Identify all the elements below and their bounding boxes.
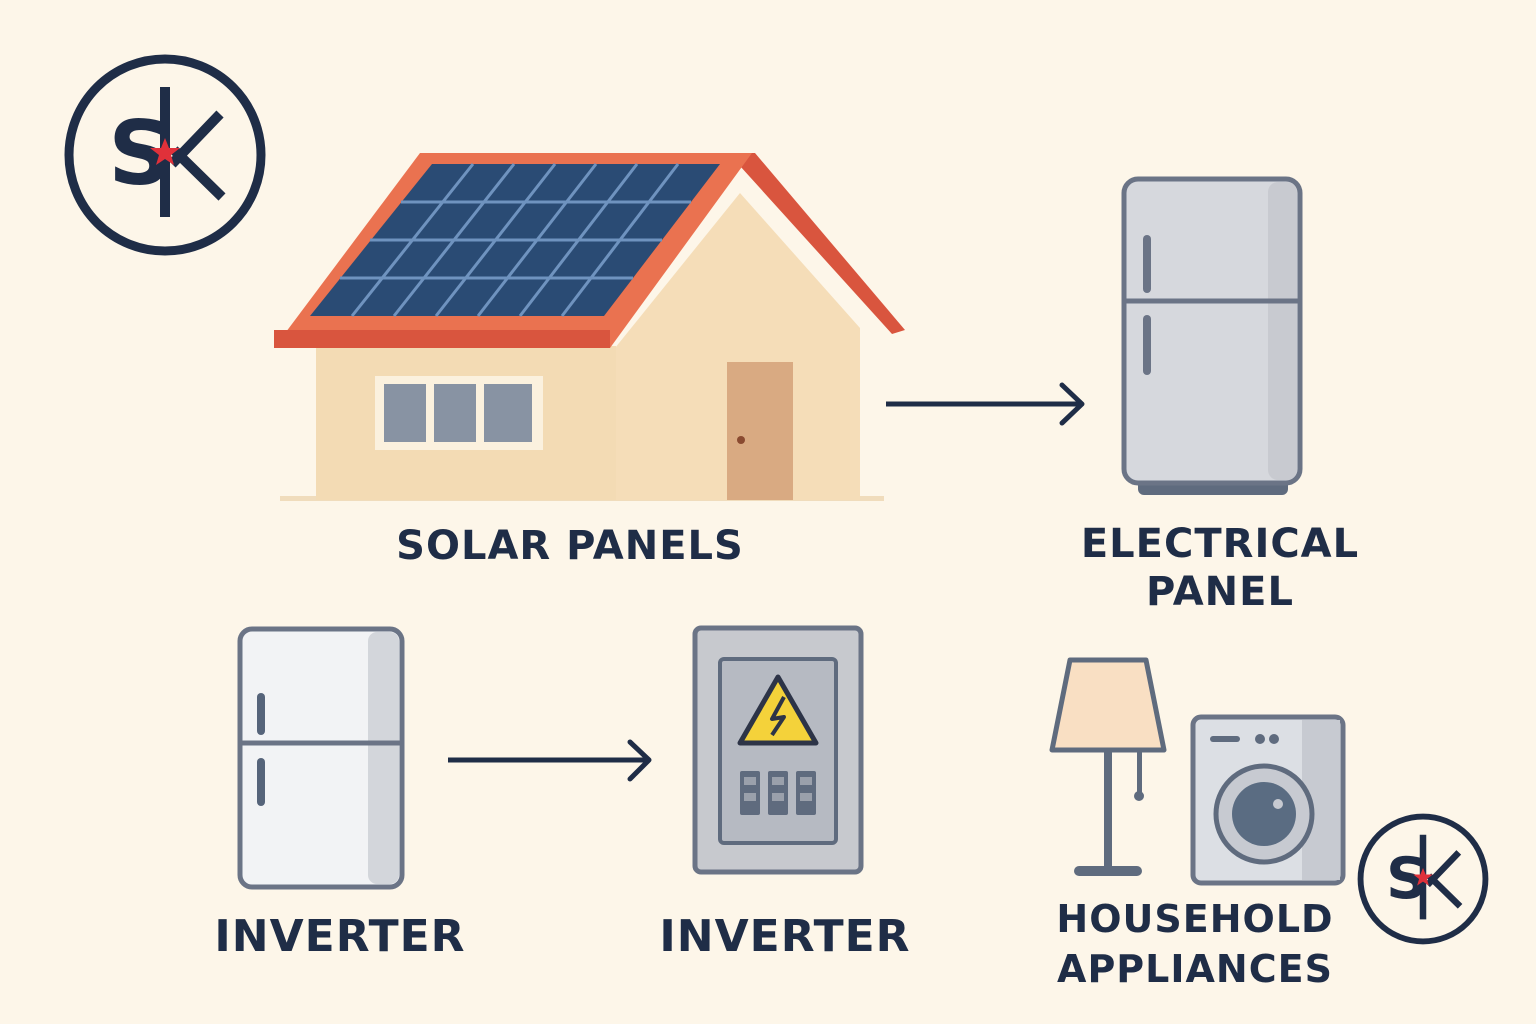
flow-arrow-solar-to-electrical (884, 380, 1090, 430)
electrical-panel-label-line2: PANEL (1146, 569, 1294, 615)
refrigerator-icon (1120, 175, 1306, 501)
washing-machine-icon (1190, 714, 1346, 886)
inverter-left-label: INVERTER (214, 911, 466, 962)
house-with-solar-panels-icon (270, 148, 910, 508)
sk-logo: S (62, 52, 268, 258)
household-appliances-label-line2: APPLIANCES (1057, 947, 1333, 991)
sk-logo: S (1356, 812, 1490, 946)
inverter-right-label: INVERTER (659, 911, 911, 962)
refrigerator-icon (236, 625, 406, 893)
solar-panels-label: SOLAR PANELS (396, 523, 744, 569)
electrical-panel-icon (692, 625, 866, 875)
household-appliances-label-line1: HOUSEHOLD (1056, 897, 1334, 941)
flow-arrow-inverter-to-inverter (446, 738, 656, 788)
electrical-panel-label-line1: ELECTRICAL (1080, 521, 1360, 567)
lamp-icon (1046, 656, 1172, 882)
